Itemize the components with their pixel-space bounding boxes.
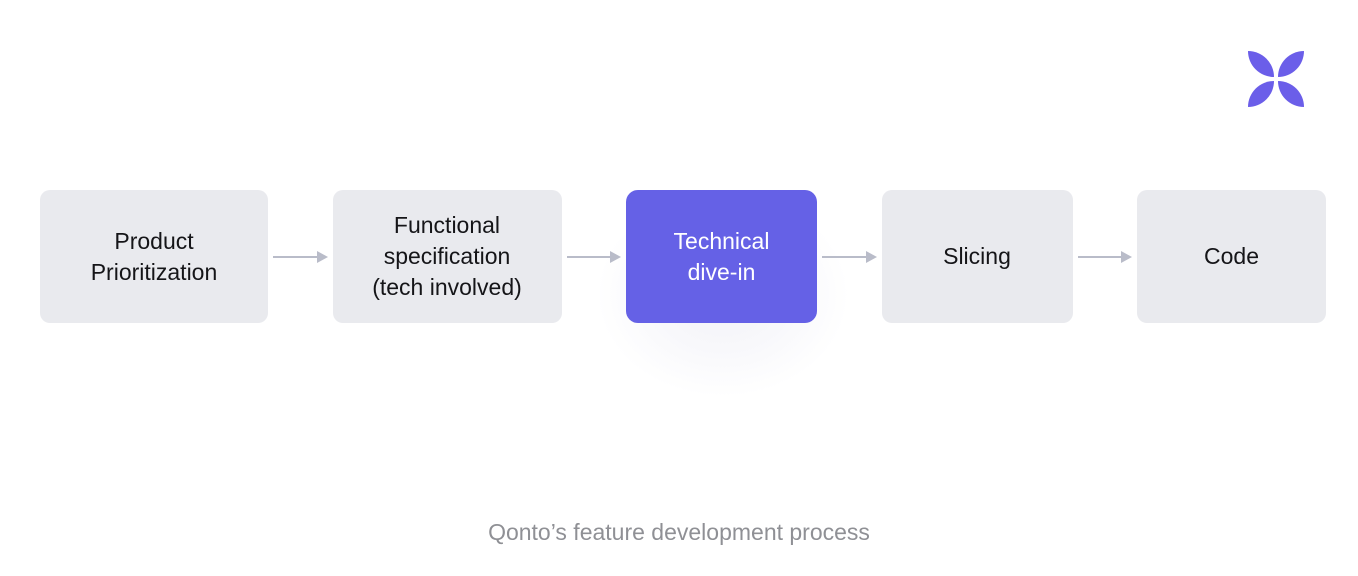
- qonto-logo: [1248, 51, 1304, 107]
- flow-step-label: Slicing: [943, 243, 1011, 269]
- flow-step-slicing: Slicing: [881, 190, 1073, 323]
- arrow-head: [610, 250, 621, 263]
- arrow-right-icon: [562, 190, 627, 323]
- flow-step-label: Functional specification (tech involved): [372, 212, 522, 300]
- arrow-right-icon: [268, 190, 333, 323]
- arrow-shaft: [1077, 255, 1122, 258]
- arrow-shaft: [566, 255, 611, 258]
- diagram-caption: Qonto’s feature development process: [488, 519, 870, 545]
- arrow-head: [316, 250, 328, 263]
- logo-petal-icon: [1278, 51, 1304, 77]
- logo-petal-icon: [1248, 51, 1274, 77]
- flow-step-code: Code: [1137, 190, 1326, 323]
- flow-step-label: Code: [1204, 243, 1259, 269]
- flow-step-technical-dive-in: Technical dive-in: [626, 190, 817, 323]
- arrow-shaft: [822, 255, 867, 258]
- flow-step-label: Technical dive-in: [673, 227, 770, 285]
- arrow-shaft: [273, 255, 318, 258]
- arrow-right-icon: [817, 190, 882, 323]
- arrow-head: [1121, 250, 1132, 263]
- flow-step-product-prioritization: Product Prioritization: [40, 190, 268, 323]
- logo-petal-icon: [1278, 81, 1304, 107]
- logo-petal-icon: [1248, 81, 1274, 107]
- flow-step-label: Product Prioritization: [90, 227, 218, 285]
- process-flow: Product Prioritization Functional specif…: [40, 190, 1326, 323]
- arrow-head: [865, 250, 877, 263]
- arrow-right-icon: [1073, 190, 1138, 323]
- flow-step-functional-specification: Functional specification (tech involved): [332, 190, 562, 323]
